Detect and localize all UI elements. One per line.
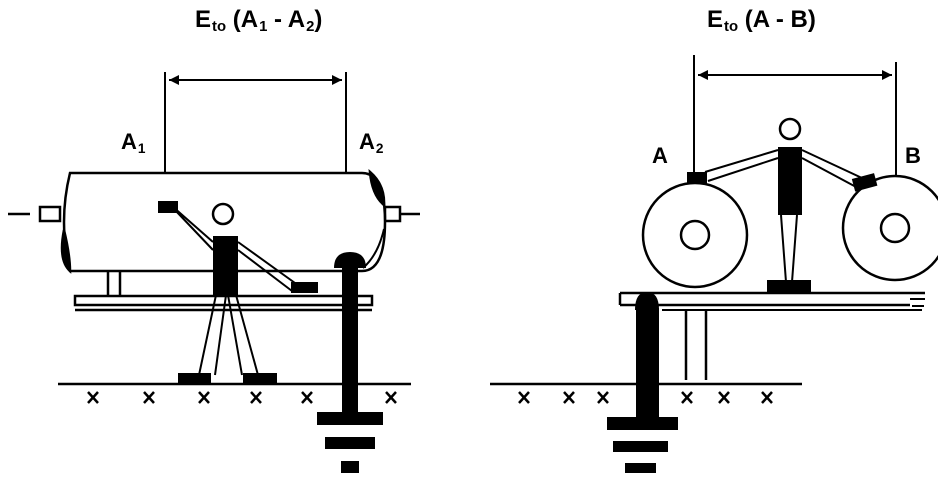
- wheel-b: [841, 174, 938, 282]
- left-title-mid: - A: [267, 6, 306, 33]
- point-b-label: B: [905, 143, 921, 168]
- left-ground: [58, 382, 411, 404]
- left-title-main: E: [195, 6, 212, 33]
- left-title-s1: 1: [259, 19, 268, 36]
- point-a-label: A: [652, 143, 668, 168]
- point-a2-label: A2: [359, 129, 384, 157]
- left-title-sub: to: [212, 19, 227, 36]
- point-a2-sub: 2: [375, 141, 384, 157]
- left-person: [171, 202, 296, 376]
- point-a2-main: A: [359, 129, 375, 154]
- point-a1-main: A: [121, 129, 137, 154]
- right-panel: [490, 55, 938, 473]
- wheel-a: [641, 181, 749, 289]
- left-probes-and-feet: [158, 201, 318, 385]
- left-title-s2: 2: [306, 19, 315, 36]
- right-title: Eto (A - B): [707, 6, 816, 36]
- point-a1-label: A1: [121, 129, 146, 157]
- left-panel: [8, 72, 420, 473]
- right-probes-and-feet: [687, 172, 878, 293]
- right-title-sub: to: [724, 19, 739, 36]
- left-title-close: ): [314, 6, 323, 33]
- platform-deck: [618, 291, 925, 311]
- right-title-main: E: [707, 6, 724, 33]
- left-title: Eto (A1 - A2): [195, 6, 323, 36]
- right-person: [704, 117, 863, 283]
- left-earth-electrode: [317, 252, 383, 473]
- left-title-open: (A: [226, 6, 259, 33]
- right-earth-electrode: [607, 292, 678, 473]
- right-title-rest: (A - B): [738, 6, 816, 33]
- point-a1-sub: 1: [137, 141, 146, 157]
